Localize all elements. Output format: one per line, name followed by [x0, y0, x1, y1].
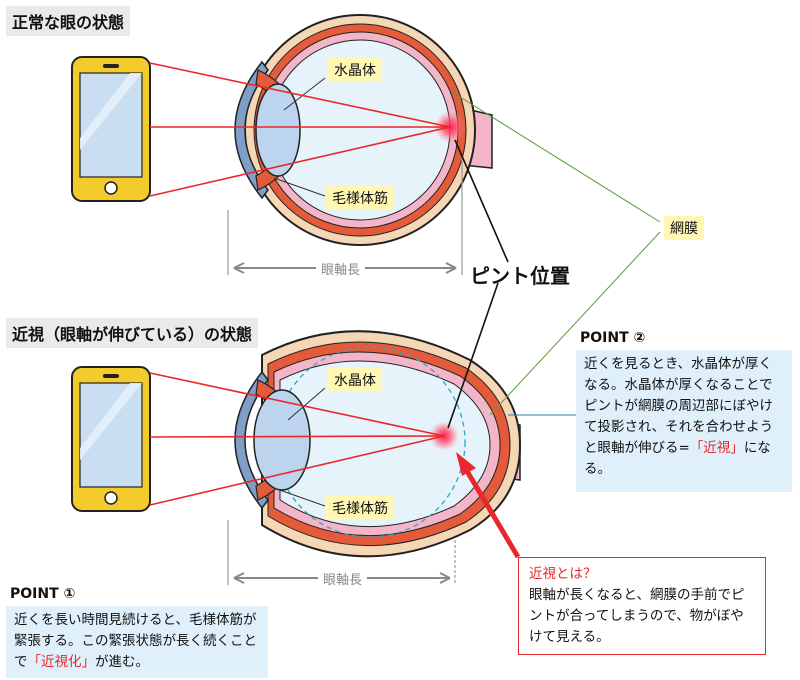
point2-highlight: 「近視」 [689, 440, 744, 456]
point2-text: 近くを見るとき、水晶体が厚くなる。水晶体が厚くなることでピントが網膜の周辺部にぼ… [584, 356, 774, 456]
point2-text-end: になる。 [584, 440, 771, 477]
myopia-light-rays [149, 372, 445, 506]
point1-text-end: が進む。 [95, 654, 149, 670]
myopia-lens-label: 水晶体 [328, 368, 382, 392]
focus-point-label: ピント位置 [470, 264, 570, 288]
smartphone-icon [71, 56, 151, 202]
normal-axis-label: 眼軸長 [316, 259, 366, 278]
point1-text: 近くを長い時間見続けると、毛様体筋が緊張する。この緊張状態が長く続くことで [14, 612, 257, 670]
myopia-title: 近視（眼軸が伸びている）の状態 [6, 318, 259, 348]
callout-text: 眼軸が長くなると、網膜の手前でピントが合ってしまうので、物がぼやけて見える。 [529, 587, 745, 645]
point2-note: 近くを見るとき、水晶体が厚くなる。水晶体が厚くなることでピントが網膜の周辺部にぼ… [576, 350, 792, 492]
point1-highlight: 「近視化」 [27, 654, 96, 670]
myopia-callout: 近視とは？ 眼軸が長くなると、網膜の手前でピントが合ってしまうので、物がぼやけて… [518, 557, 766, 655]
point2-label: POINT ② [580, 330, 646, 346]
point1-label: POINT ① [10, 586, 76, 602]
myopia-ciliary-label: 毛様体筋 [326, 496, 394, 520]
normal-ciliary-label: 毛様体筋 [326, 186, 394, 210]
myopia-axis-label: 眼軸長 [318, 569, 368, 588]
focus-leaders [447, 139, 509, 429]
retina-leaders [451, 91, 661, 416]
retina-label: 網膜 [664, 216, 704, 240]
smartphone-icon [71, 366, 151, 512]
normal-title: 正常な眼の状態 [6, 6, 131, 36]
myopia-eye [234, 330, 522, 558]
normal-eye [234, 14, 493, 246]
normal-light-rays [149, 62, 451, 197]
red-arrow-icon [456, 452, 521, 559]
callout-title: 近視とは？ [529, 566, 597, 582]
point1-note: 近くを長い時間見続けると、毛様体筋が緊張する。この緊張状態が長く続くことで「近視… [6, 606, 268, 678]
normal-lens-label: 水晶体 [328, 58, 382, 82]
